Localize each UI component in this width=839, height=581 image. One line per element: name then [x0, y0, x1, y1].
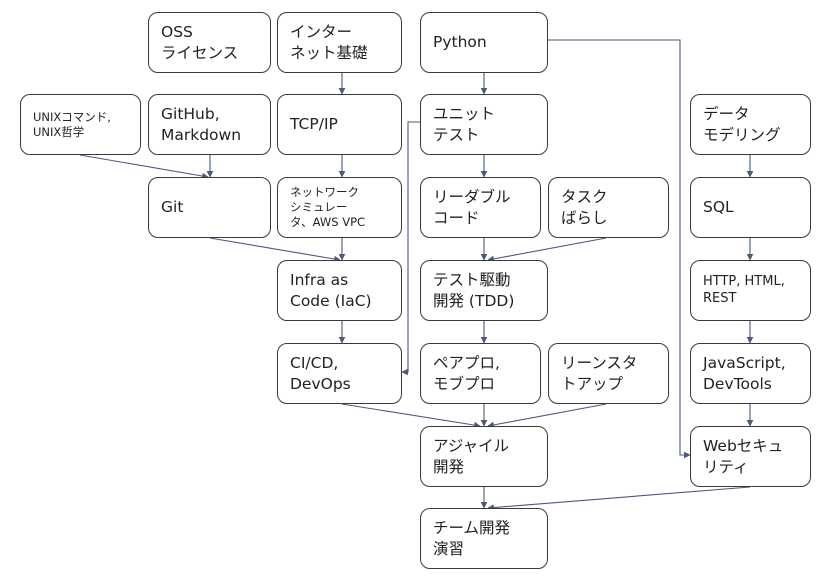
- arrow-git-iac: [209, 237, 341, 263]
- node-github-label: GitHub, Markdown: [161, 105, 242, 144]
- arrow-lean-agile: [487, 403, 607, 429]
- arrow-unix-git: [79, 154, 209, 180]
- node-agile: アジャイル 開発: [420, 426, 548, 487]
- node-unittest-label: ユニット テスト: [433, 105, 496, 144]
- node-netsim-label: ネットワーク シミュレー タ、AWS VPC: [290, 185, 366, 229]
- node-pair-label: ペアプロ, モブプロ: [433, 354, 500, 393]
- node-readable-label: リーダブル コード: [433, 188, 511, 227]
- node-websec: Webセキュ リティ: [690, 426, 811, 487]
- node-datamodel: データ モデリング: [690, 94, 811, 155]
- node-http: HTTP, HTML, REST: [690, 260, 811, 321]
- node-tcpip-label: TCP/IP: [290, 115, 338, 134]
- node-tdd: テスト駆動 開発 (TDD): [420, 260, 548, 321]
- arrow-task-tdd: [487, 237, 607, 263]
- node-git-label: Git: [161, 198, 184, 217]
- node-datamodel-label: データ モデリング: [703, 105, 781, 144]
- arrow-websec-team: [487, 486, 751, 511]
- node-git: Git: [148, 177, 271, 238]
- node-cicd-label: CI/CD, DevOps: [290, 354, 351, 393]
- node-js: JavaScript, DevTools: [690, 343, 811, 404]
- node-readable: リーダブル コード: [420, 177, 541, 238]
- node-python-label: Python: [433, 33, 487, 52]
- node-pair: ペアプロ, モブプロ: [420, 343, 541, 404]
- node-team: チーム開発 演習: [420, 508, 548, 569]
- arrow-python-websec: [548, 39, 691, 459]
- node-agile-label: アジャイル 開発: [433, 437, 510, 476]
- node-http-label: HTTP, HTML, REST: [703, 273, 785, 306]
- node-js-label: JavaScript, DevTools: [703, 354, 786, 393]
- arrow-cicd-agile: [341, 403, 481, 429]
- node-unittest: ユニット テスト: [420, 94, 548, 155]
- node-lean-label: リーンスタ トアップ: [561, 354, 638, 393]
- node-team-label: チーム開発 演習: [433, 519, 511, 558]
- arrow-unittest-cicd: [401, 121, 420, 376]
- node-unix: UNIXコマンド, UNIX哲学: [20, 94, 141, 155]
- node-sql-label: SQL: [703, 198, 734, 217]
- node-cicd: CI/CD, DevOps: [277, 343, 402, 404]
- node-github: GitHub, Markdown: [148, 94, 271, 155]
- node-python: Python: [420, 12, 548, 73]
- node-task-label: タスク ばらし: [561, 188, 608, 227]
- node-sql: SQL: [690, 177, 811, 238]
- node-lean: リーンスタ トアップ: [548, 343, 669, 404]
- node-internet-label: インター ネット基礎: [290, 23, 368, 62]
- node-netsim: ネットワーク シミュレー タ、AWS VPC: [277, 177, 402, 238]
- node-iac-label: Infra as Code (IaC): [290, 271, 372, 310]
- node-internet: インター ネット基礎: [277, 12, 402, 73]
- node-task: タスク ばらし: [548, 177, 669, 238]
- node-iac: Infra as Code (IaC): [277, 260, 402, 321]
- node-tdd-label: テスト駆動 開発 (TDD): [433, 271, 515, 310]
- node-unix-label: UNIXコマンド, UNIX哲学: [33, 109, 111, 139]
- node-websec-label: Webセキュ リティ: [703, 437, 784, 476]
- node-oss: OSS ライセンス: [148, 12, 271, 73]
- node-oss-label: OSS ライセンス: [161, 23, 239, 62]
- node-tcpip: TCP/IP: [277, 94, 402, 155]
